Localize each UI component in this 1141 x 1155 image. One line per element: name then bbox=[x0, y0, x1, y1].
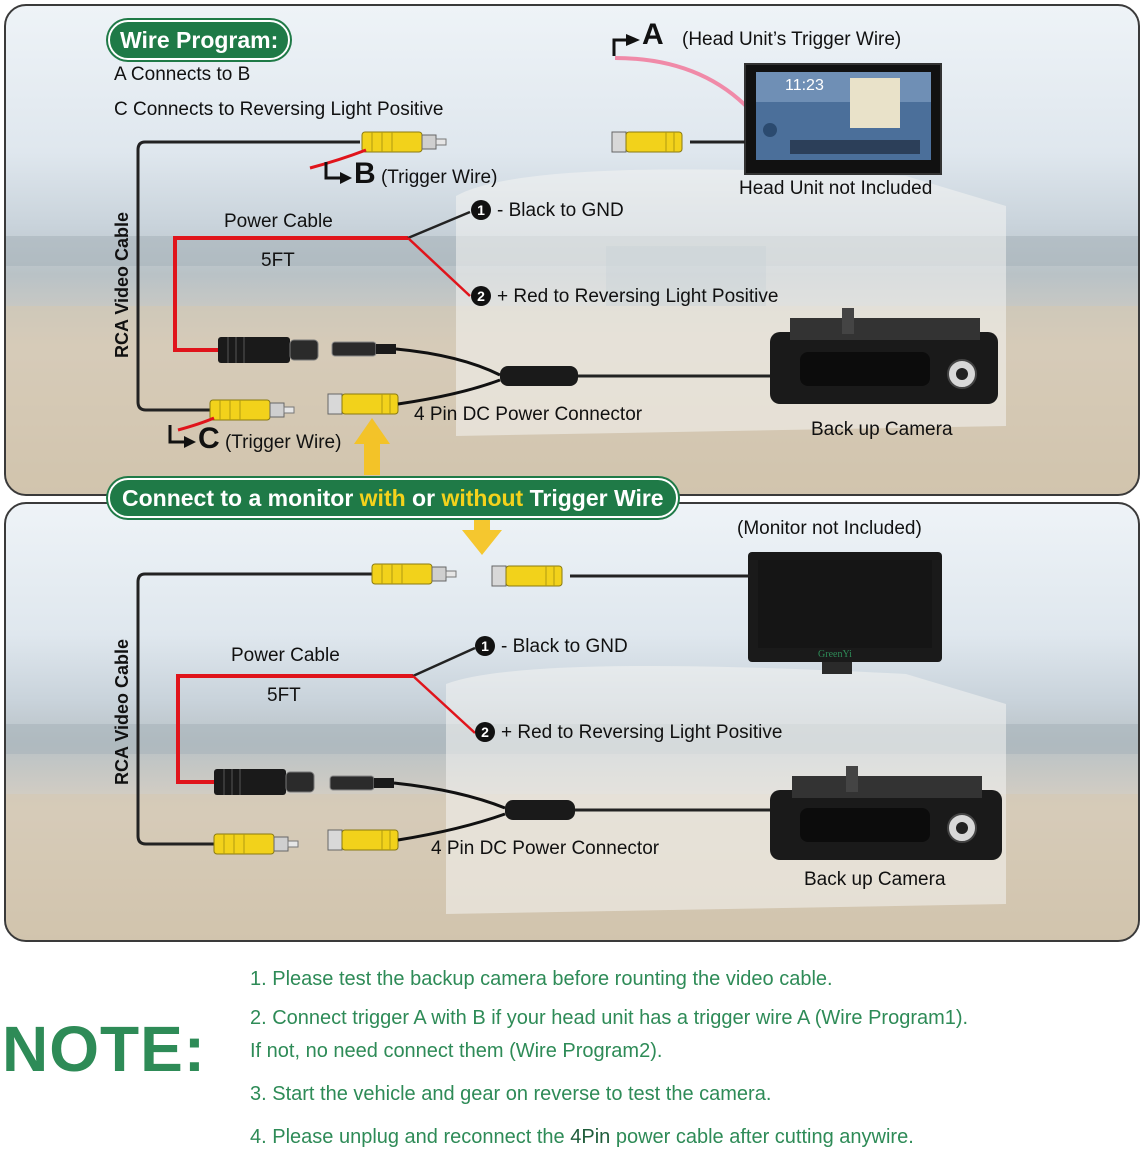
wire2-number: 2 bbox=[475, 722, 495, 742]
rca-plug-bottom bbox=[213, 833, 299, 855]
note-line-2a: 2. Connect trigger A with B if your head… bbox=[250, 1007, 969, 1029]
arrow-up bbox=[354, 418, 390, 475]
note-heading: NOTE: bbox=[2, 1013, 207, 1085]
trigger-a-wire bbox=[614, 56, 752, 112]
trigger-a-marker: A bbox=[642, 18, 664, 52]
connect-banner: Connect to a monitor with or without Tri… bbox=[108, 478, 678, 518]
wire1-number: 1 bbox=[475, 636, 495, 656]
arrow-down bbox=[462, 510, 502, 555]
head-unit bbox=[744, 63, 942, 175]
trigger-c-marker: C (Trigger Wire) bbox=[198, 422, 341, 456]
trigger-b-marker: B (Trigger Wire) bbox=[354, 157, 497, 191]
connector-label-top: 4 Pin DC Power Connector bbox=[414, 404, 643, 425]
rca-plug-monitor bbox=[371, 563, 457, 585]
rca-plug-b bbox=[361, 131, 447, 153]
rca-plug-c bbox=[209, 399, 295, 421]
wire1-label-bottom: 1 - Black to GND bbox=[475, 636, 628, 658]
cable-junction-bottom bbox=[505, 800, 575, 820]
rca-jack-monitor bbox=[491, 565, 563, 587]
wire2-text: + Red to Reversing Light Positive bbox=[501, 722, 783, 743]
wiring-diagram: 11:23 bbox=[136, 34, 1002, 860]
power-cable-label-top: Power Cable bbox=[224, 211, 333, 232]
monitor-brand: GreenYi bbox=[818, 649, 852, 660]
power-connector-male-bottom bbox=[329, 775, 394, 791]
power-cable-red-bottom bbox=[176, 674, 413, 784]
monitor-caption: (Monitor not Included) bbox=[737, 518, 922, 539]
head-unit-caption: Head Unit not Included bbox=[739, 178, 933, 199]
wire1-number: 1 bbox=[471, 200, 491, 220]
trigger-a-letter: A bbox=[642, 18, 664, 51]
wire1-label-top: 1 - Black to GND bbox=[471, 200, 624, 222]
length-label-top: 5FT bbox=[261, 250, 295, 271]
banner-part2: Trigger Wire bbox=[523, 485, 664, 511]
back-up-camera-top bbox=[770, 308, 998, 404]
trigger-c-wire bbox=[177, 416, 215, 432]
wire1-text: - Black to GND bbox=[497, 200, 624, 221]
power-cable-label-bottom: Power Cable bbox=[231, 645, 340, 666]
power-connector-female-bottom bbox=[214, 769, 315, 795]
rca-video-cable-label-bottom: RCA Video Cable bbox=[112, 638, 132, 785]
banner-part1: Connect to a monitor bbox=[122, 485, 360, 511]
rca-jack-head-unit bbox=[611, 131, 683, 153]
wire2-text: + Red to Reversing Light Positive bbox=[497, 286, 779, 307]
wire2-number: 2 bbox=[471, 286, 491, 306]
wire-program-badge: Wire Program: bbox=[108, 20, 291, 60]
rca-video-cable-bottom bbox=[136, 572, 372, 846]
rca-jack-camera-top bbox=[327, 393, 399, 415]
wire2-label-top: 2 + Red to Reversing Light Positive bbox=[471, 286, 778, 308]
trigger-b-label: (Trigger Wire) bbox=[380, 167, 498, 188]
power-cable-red-top bbox=[173, 236, 408, 352]
camera-label-top: Back up Camera bbox=[811, 419, 953, 440]
note-line-1: 1. Please test the backup camera before … bbox=[250, 968, 833, 990]
note-line-2b: If not, no need connect them (Wire Progr… bbox=[250, 1040, 663, 1062]
wire1-text: - Black to GND bbox=[501, 636, 628, 657]
camera-label-bottom: Back up Camera bbox=[804, 869, 946, 890]
rca-jack-camera-bottom bbox=[327, 829, 399, 851]
note-line-4: 4. Please unplug and reconnect the 4Pin … bbox=[250, 1126, 914, 1149]
power-connector-female-top bbox=[218, 337, 319, 363]
head-unit-time: 11:23 bbox=[785, 77, 824, 94]
connector-label-bottom: 4 Pin DC Power Connector bbox=[431, 838, 660, 859]
trigger-c-label: (Trigger Wire) bbox=[224, 432, 342, 453]
monitor bbox=[748, 552, 942, 674]
trigger-a-arrow bbox=[612, 38, 630, 56]
wire-program-line2: C Connects to Reversing Light Positive bbox=[114, 99, 444, 120]
wire-program-line1: A Connects to B bbox=[114, 64, 251, 85]
note-line-4c: power cable after cutting anywire. bbox=[610, 1126, 914, 1148]
trigger-b-letter: B bbox=[354, 157, 376, 190]
note-line-4b: 4Pin bbox=[570, 1126, 611, 1148]
trigger-c-letter: C bbox=[198, 422, 220, 455]
power-connector-male-top bbox=[331, 341, 396, 357]
note-line-4a: 4. Please unplug and reconnect the bbox=[250, 1126, 571, 1148]
trigger-b-wire bbox=[309, 148, 367, 170]
cable-junction-top bbox=[500, 366, 578, 386]
rca-video-cable-label-top: RCA Video Cable bbox=[112, 211, 132, 358]
length-label-bottom: 5FT bbox=[267, 685, 301, 706]
rca-video-cable-top bbox=[136, 140, 360, 412]
back-up-camera-bottom bbox=[770, 766, 1002, 860]
banner-without: without bbox=[441, 485, 524, 511]
note-line-3: 3. Start the vehicle and gear on reverse… bbox=[250, 1083, 772, 1105]
trigger-a-label: (Head Unit’s Trigger Wire) bbox=[682, 29, 902, 50]
wire2-label-bottom: 2 + Red to Reversing Light Positive bbox=[475, 722, 782, 744]
banner-or: or bbox=[405, 485, 442, 511]
banner-with: with bbox=[359, 485, 406, 511]
